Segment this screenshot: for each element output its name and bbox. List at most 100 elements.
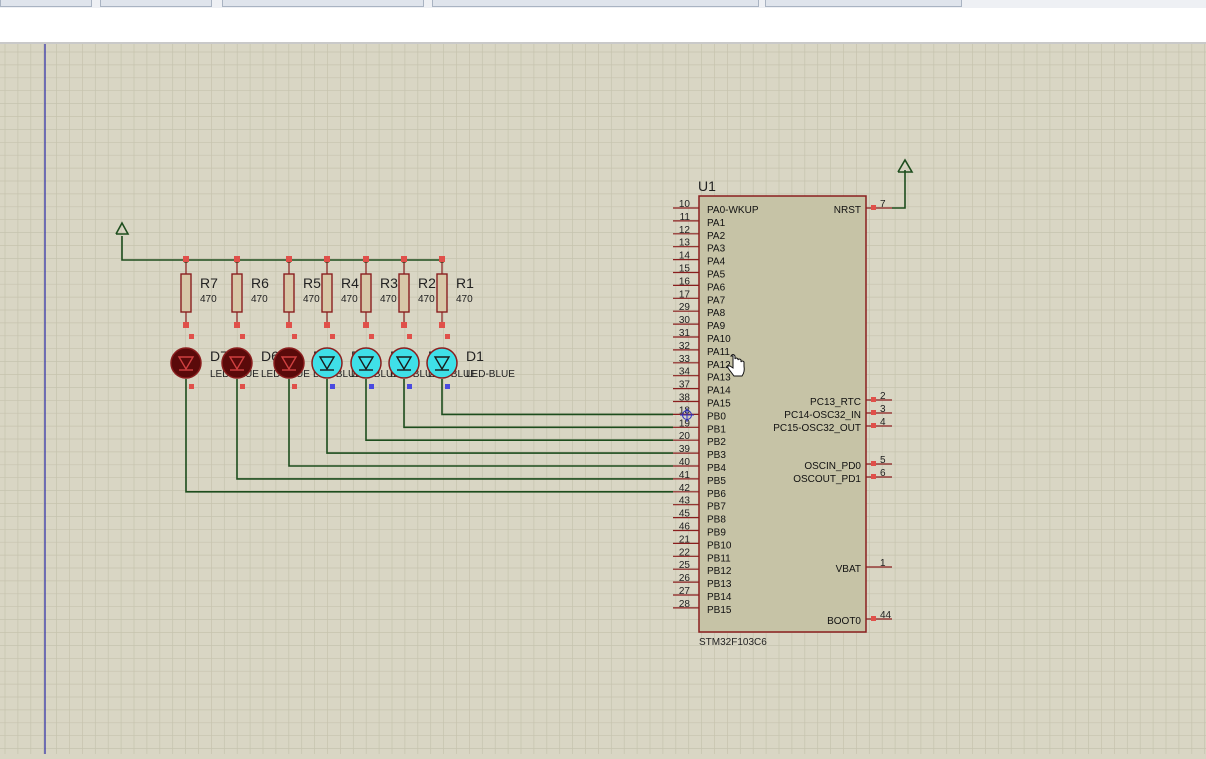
toolbar-segment[interactable] — [222, 0, 424, 7]
chip-pin-name[interactable]: PB1 — [707, 424, 726, 435]
pin-marker — [240, 384, 245, 389]
chip-pin-name[interactable]: PB3 — [707, 450, 726, 461]
led-body[interactable] — [426, 347, 458, 379]
chip-pin-name[interactable]: PA7 — [707, 295, 726, 306]
resistor-body[interactable] — [231, 273, 243, 313]
chip-pin-name[interactable]: VBAT — [836, 564, 861, 575]
toolbar-segment[interactable] — [432, 0, 759, 7]
chip-pin-name[interactable]: OSCIN_PD0 — [804, 461, 861, 472]
chip-pin-name[interactable]: PB8 — [707, 515, 726, 526]
chip-pin-number: 22 — [679, 547, 691, 558]
chip-pin-name[interactable]: PA14 — [707, 386, 731, 397]
pin-marker — [330, 384, 335, 389]
pin-marker — [369, 334, 374, 339]
pin-marker — [234, 322, 240, 328]
chip-pin-number: 28 — [679, 599, 691, 610]
led-signal-wire[interactable] — [326, 379, 673, 454]
led-signal-wire[interactable] — [185, 379, 673, 493]
power-rail-wire[interactable] — [121, 236, 442, 261]
led-signal-wire[interactable] — [236, 379, 673, 480]
chip-pin-name[interactable]: PB7 — [707, 502, 726, 513]
chip-pin-name[interactable]: PB5 — [707, 476, 726, 487]
chip-pin-name[interactable]: PA11 — [707, 347, 730, 358]
chip-pin-name[interactable]: PB0 — [707, 411, 726, 422]
resistor-body[interactable] — [321, 273, 333, 313]
led-body[interactable] — [350, 347, 382, 379]
resistor-body[interactable] — [283, 273, 295, 313]
led-body[interactable] — [273, 347, 305, 379]
power-terminal-icon[interactable] — [115, 221, 130, 235]
chip-part-label: STM32F103C6 — [699, 637, 767, 648]
resistor-body[interactable] — [360, 273, 372, 313]
resistor-body[interactable] — [436, 273, 448, 313]
chip-pin-name[interactable]: PB6 — [707, 489, 726, 500]
chip-pin-name[interactable]: PA9 — [707, 321, 726, 332]
resistor-ref-label: R3 — [380, 275, 398, 291]
chip-pin-name[interactable]: PA4 — [707, 257, 726, 268]
led-body[interactable] — [388, 347, 420, 379]
chip-pin-name[interactable]: PB13 — [707, 579, 732, 590]
resistor-value-label: 470 — [456, 294, 473, 305]
stm32-chip-body[interactable] — [698, 195, 867, 633]
chip-pin-name[interactable]: PA10 — [707, 334, 731, 345]
led-body[interactable] — [221, 347, 253, 379]
pin-marker — [445, 334, 450, 339]
resistor-value-label: 470 — [200, 294, 217, 305]
chip-pin-name[interactable]: PB11 — [707, 553, 731, 564]
chip-pin-name[interactable]: PB10 — [707, 540, 732, 551]
chip-pin-name[interactable]: PA5 — [707, 270, 726, 281]
chip-pin-name[interactable]: BOOT0 — [827, 616, 861, 627]
chip-pin-name[interactable]: NRST — [834, 205, 861, 216]
chip-pin-number: 16 — [679, 276, 691, 287]
chip-pin-name[interactable]: PA13 — [707, 373, 731, 384]
chip-pin-name[interactable]: PA6 — [707, 282, 726, 293]
chip-pin-name[interactable]: PB15 — [707, 605, 732, 616]
chip-pin-name[interactable]: PB12 — [707, 566, 732, 577]
chip-pin-name[interactable]: PC13_RTC — [810, 397, 861, 408]
resistor-body[interactable] — [180, 273, 192, 313]
chip-pin-name[interactable]: PA2 — [707, 231, 726, 242]
chip-pin-name[interactable]: PB9 — [707, 528, 726, 539]
led-signal-wire[interactable] — [365, 379, 673, 442]
led-signal-wire[interactable] — [288, 379, 673, 467]
pin-marker — [871, 397, 876, 402]
led-signal-wire[interactable] — [441, 379, 673, 416]
pin-marker — [324, 322, 330, 328]
chip-pin-name[interactable]: PB4 — [707, 463, 726, 474]
resistor-ref-label: R4 — [341, 275, 359, 291]
chip-pin-name[interactable]: PA1 — [707, 218, 726, 229]
pin-marker — [871, 474, 876, 479]
chip-pin-number: 25 — [679, 560, 691, 571]
chip-pin-name[interactable]: PC15-OSC32_OUT — [773, 423, 861, 434]
power-terminal-icon[interactable] — [897, 158, 914, 173]
chip-pin-name[interactable]: PA3 — [707, 244, 726, 255]
diode-icon — [357, 356, 375, 371]
led-body[interactable] — [170, 347, 202, 379]
pin-marker — [363, 322, 369, 328]
chip-pin-number: 2 — [880, 391, 886, 402]
chip-pin-name[interactable]: PB14 — [707, 592, 732, 603]
chip-pin-name[interactable]: PA0-WKUP — [707, 205, 759, 216]
resistor-ref-label: R2 — [418, 275, 436, 291]
toolbar-segment[interactable] — [100, 0, 212, 7]
pin-marker — [871, 423, 876, 428]
schematic-svg[interactable]: U1STM32F103C610PA0-WKUP11PA112PA213PA314… — [0, 44, 1206, 754]
chip-pin-name[interactable]: PB2 — [707, 437, 726, 448]
resistor-value-label: 470 — [380, 294, 397, 305]
chip-pin-name[interactable]: OSCOUT_PD1 — [793, 474, 861, 485]
chip-pin-name[interactable]: PA8 — [707, 308, 726, 319]
pin-marker — [871, 410, 876, 415]
chip-pin-name[interactable]: PA12 — [707, 360, 731, 371]
chip-pin-number: 13 — [679, 238, 691, 249]
led-signal-wire[interactable] — [403, 379, 673, 429]
nrst-wire[interactable] — [892, 170, 906, 209]
pin-marker — [871, 616, 876, 621]
toolbar-segment[interactable] — [0, 0, 92, 7]
chip-pin-name[interactable]: PC14-OSC32_IN — [784, 410, 861, 421]
chip-pin-name[interactable]: PA15 — [707, 399, 731, 410]
toolbar-segment[interactable] — [765, 0, 962, 7]
resistor-body[interactable] — [398, 273, 410, 313]
led-type-label: LED-BLUE — [466, 369, 515, 380]
led-body[interactable] — [311, 347, 343, 379]
